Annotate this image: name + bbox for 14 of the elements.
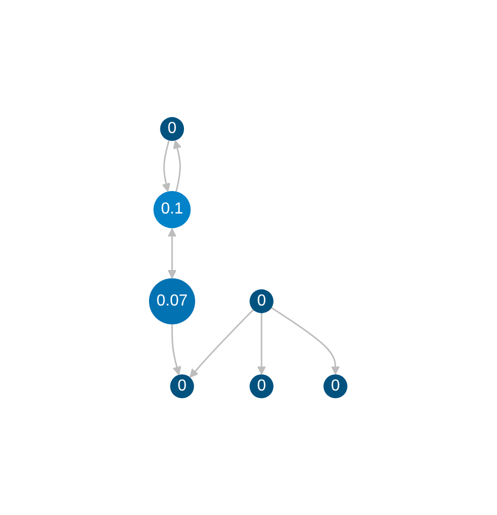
node-circle: 0 [160, 116, 184, 141]
node-circle: 0 [170, 374, 194, 398]
node-circle: 0.07 [149, 278, 196, 324]
arrow [168, 228, 177, 278]
node-circle: 0 [250, 289, 274, 314]
node-circle: 0.1 [154, 190, 191, 228]
arrow [257, 313, 266, 375]
node-circle: 0 [324, 374, 348, 398]
arrow [172, 324, 182, 375]
arrow [271, 307, 340, 375]
arrow [173, 140, 182, 192]
arrow [162, 140, 171, 192]
node-circle: 0 [250, 374, 274, 398]
arrow [190, 309, 254, 378]
